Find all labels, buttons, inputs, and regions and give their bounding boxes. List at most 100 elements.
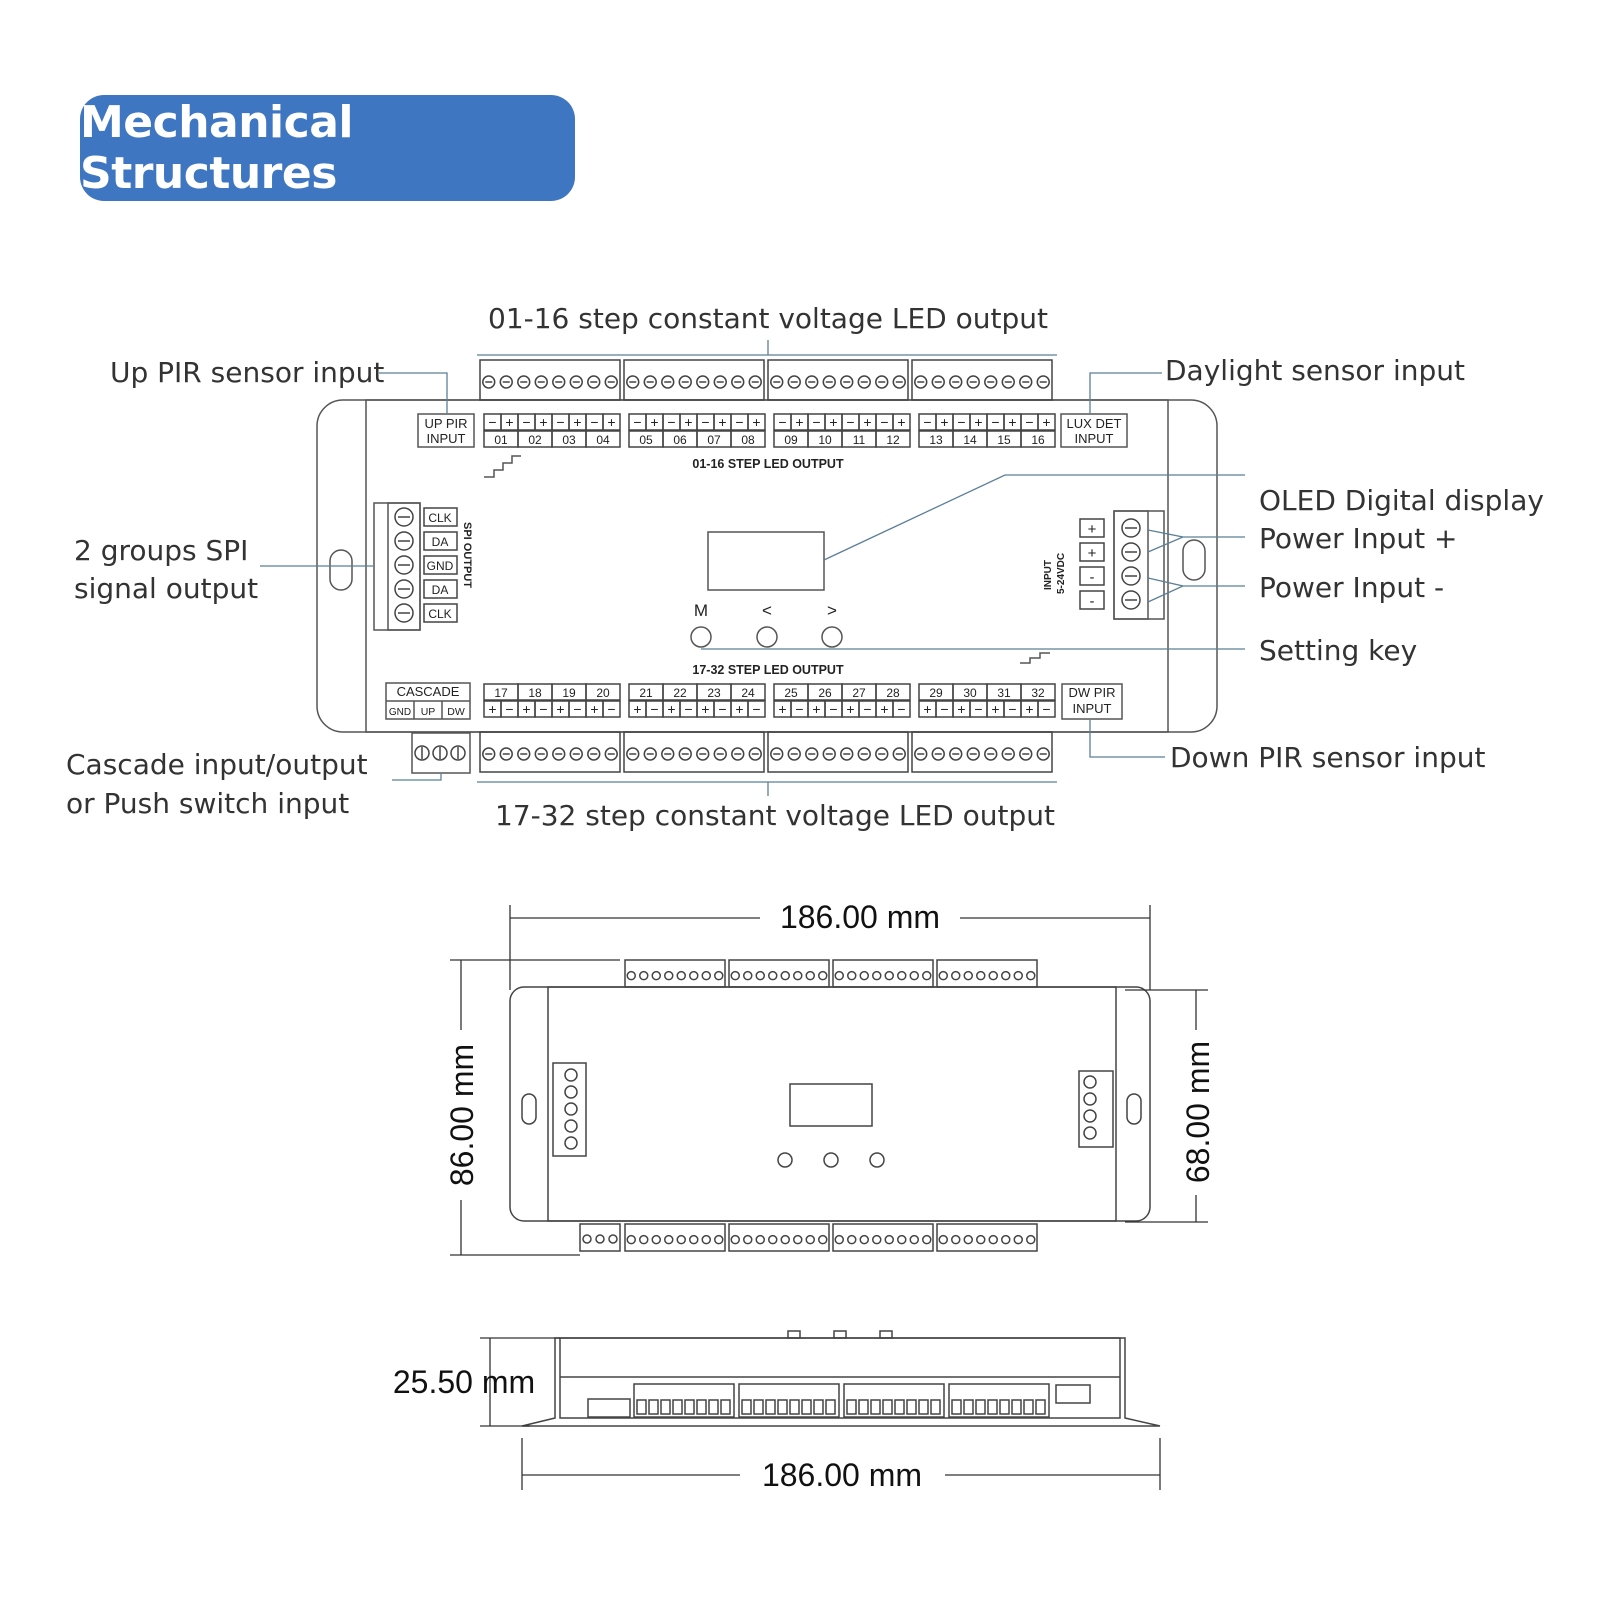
top-terminal-screw [696, 375, 710, 389]
power-terminal-inner [1113, 510, 1149, 620]
dimension-labels: 186.00 mm 86.00 mm 68.00 mm 25.50 mm 186… [393, 899, 1216, 1493]
top-pin-sign: + [505, 414, 513, 430]
spi-screw [394, 579, 414, 599]
leader-power-plus [1147, 529, 1245, 553]
front-bottom-block-screw [922, 1234, 932, 1245]
bottom-pin-sign: + [522, 701, 530, 717]
bottom-pin-num-cell [585, 683, 621, 701]
top-terminal-screw [840, 375, 854, 389]
side-terminal-pin [765, 1399, 776, 1415]
input-label: INPUT [1043, 560, 1054, 590]
side-view-diagram [521, 1330, 1161, 1427]
bottom-pin-num-cell [1020, 683, 1056, 701]
front-top-block-screw [872, 970, 882, 981]
bottom-pin-sign: + [556, 701, 564, 717]
cascade-terminal [411, 732, 471, 774]
side-dimension-lines [480, 1337, 1161, 1490]
top-pin-port-number: 08 [741, 433, 755, 447]
front-bottom-block-screw [780, 1234, 790, 1245]
front-bottom-block-screw [768, 1234, 778, 1245]
top-terminal-screw [626, 375, 640, 389]
front-bottom-block-screw [963, 1234, 973, 1245]
power-pin-cell [1079, 590, 1105, 610]
top-pin-sign: − [923, 414, 931, 430]
bottom-terminal-screw [805, 747, 819, 761]
front-bottom-block-screw [847, 1234, 857, 1245]
front-panel [547, 986, 1117, 1222]
side-terminal-block [633, 1383, 735, 1418]
front-terminal-blocks [579, 959, 1038, 1252]
front-top-block-screw [676, 970, 686, 981]
top-pin-sign-cell [747, 413, 766, 431]
bottom-pin-port-number: 28 [886, 686, 900, 700]
dw-pir-box [1061, 683, 1123, 720]
top-pin-port-number: 03 [562, 433, 576, 447]
front-top-block-screw [730, 970, 740, 981]
bottom-terminal-block [479, 731, 621, 773]
front-top-block-screw [689, 970, 699, 981]
front-bottom-block-screw [938, 1234, 948, 1245]
front-top-block-screw [963, 970, 973, 981]
bottom-terminal-screw [1019, 747, 1033, 761]
bottom-pin-sign-cell [747, 700, 766, 718]
top-pin-sign: + [1042, 414, 1050, 430]
key-left[interactable] [756, 626, 778, 648]
front-bottom-block-screw [664, 1234, 674, 1245]
callout-power-plus: Power Input + [1259, 522, 1457, 555]
top-pin-port-number: 10 [818, 433, 832, 447]
top-pin-labels: −+01−+02−+03−+04−+05−+06−+07−+08−+09−+10… [483, 413, 1056, 448]
bottom-terminal-screw [949, 747, 963, 761]
bottom-terminal-screw [914, 747, 928, 761]
top-pin-sign: − [522, 414, 530, 430]
front-bottom-block-screw [1001, 1234, 1011, 1245]
side-terminal-pin [870, 1399, 881, 1415]
front-top-block [936, 959, 1038, 988]
oled-display [707, 531, 825, 591]
bottom-terminal-screw [499, 747, 513, 761]
top-pin-sign: + [829, 414, 837, 430]
bottom-pin-sign: − [940, 701, 948, 717]
top-pin-sign: − [957, 414, 965, 430]
front-top-block-screw [805, 970, 815, 981]
bottom-terminal-screw [604, 747, 618, 761]
bottom-pin-sign: − [1042, 701, 1050, 717]
top-terminal-screw [914, 375, 928, 389]
bottom-pin-sign-cell [602, 700, 621, 718]
leader-daylight [1089, 372, 1162, 414]
side-terminal-pin [708, 1399, 719, 1415]
bottom-terminal-screw [770, 747, 784, 761]
top-terminal-screw [552, 375, 566, 389]
key-right[interactable] [821, 626, 843, 648]
bottom-pin-sign: + [923, 701, 931, 717]
top-pin-sign: + [684, 414, 692, 430]
spi-pin-cell [423, 603, 458, 623]
top-pin-port-number: 13 [929, 433, 943, 447]
front-bottom-block-screw [872, 1234, 882, 1245]
top-terminal-screw [875, 375, 889, 389]
front-view-diagram [509, 959, 1151, 1252]
bottom-terminal-screw [678, 747, 692, 761]
power-pin-label: + [1088, 545, 1097, 562]
bottom-pin-sign: + [633, 701, 641, 717]
cascade-pin-dw: DW [447, 706, 465, 718]
top-terminal-screw [534, 375, 548, 389]
front-top-block-screw [664, 970, 674, 981]
front-power-screw [1083, 1126, 1097, 1140]
bottom-pin-sign: − [573, 701, 581, 717]
bottom-terminal-block [911, 731, 1053, 773]
mount-hole-right [1182, 539, 1206, 581]
top-pin-sign: + [752, 414, 760, 430]
key-m[interactable] [690, 626, 712, 648]
front-top-block-screw [651, 970, 661, 981]
power-screw [1121, 518, 1141, 538]
top-pin-port-number: 02 [528, 433, 542, 447]
top-pin-sign: − [991, 414, 999, 430]
top-terminal-screw [822, 375, 836, 389]
front-bottom-block-screw [689, 1234, 699, 1245]
side-terminal-pin [777, 1399, 788, 1415]
bottom-terminal-screw [748, 747, 762, 761]
callout-labels: 01-16 step constant voltage LED output U… [66, 302, 1544, 832]
callout-up-pir: Up PIR sensor input [110, 356, 384, 389]
power-screw [1121, 542, 1141, 562]
front-bottom-block-screw [755, 1234, 765, 1245]
